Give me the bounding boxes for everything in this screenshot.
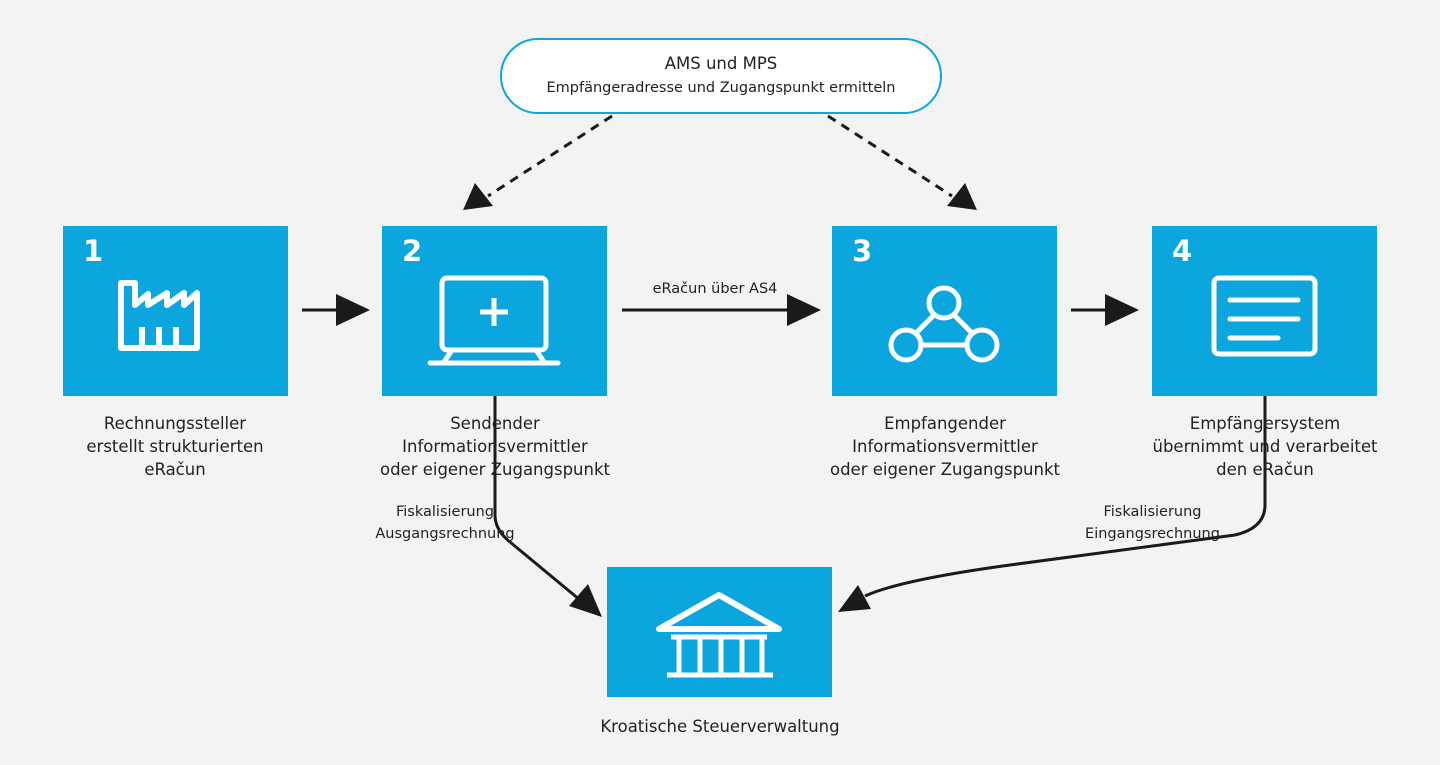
arrowhead-step1-to-step2	[336, 294, 370, 326]
arrowhead-info-to-step2	[463, 183, 493, 210]
step-4-caption: Empfängersystem übernimmt und verarbeite…	[1152, 414, 1378, 479]
monitor-plus-icon	[427, 275, 561, 366]
step-3-box: 3	[832, 226, 1057, 396]
curve-step4-to-tax	[864, 396, 1267, 598]
info-box-subtitle: Empfängeradresse und Zugangspunkt ermitt…	[546, 80, 896, 96]
tax-authority-caption: Kroatische Steuerverwaltung	[600, 717, 840, 736]
step-3-caption: Empfangender Informationsvermittler oder…	[829, 414, 1061, 479]
step-4-number: 4	[1172, 234, 1193, 268]
fiscal-in-label: Fiskalisierung Eingangsrechnung	[1085, 504, 1220, 542]
info-box-title: AMS und MPS	[664, 54, 778, 73]
fiscal-out-label: Fiskalisierung Ausgangsrechnung	[375, 504, 515, 542]
arrowhead-step2-to-tax	[569, 584, 602, 617]
step-1-number: 1	[83, 234, 104, 268]
step-1-caption: Rechnungssteller erstellt strukturierten…	[86, 414, 264, 479]
as4-edge-label: eRačun über AS4	[652, 281, 778, 297]
factory-icon	[118, 280, 200, 351]
document-lines-icon	[1211, 275, 1318, 357]
step-2-number: 2	[402, 234, 423, 268]
arrowhead-step3-to-step4	[1105, 294, 1139, 326]
step-2-box: 2	[382, 226, 607, 396]
step-3-number: 3	[852, 234, 873, 268]
lookup-info-box: AMS und MPS Empfängeradresse und Zugangs…	[500, 38, 942, 114]
step-4-box: 4	[1152, 226, 1377, 396]
dashed-arrow-info-to-step3	[827, 114, 953, 198]
arrowhead-step2-to-step3	[787, 294, 821, 326]
bank-building-icon	[656, 592, 782, 678]
step-1-box: 1	[63, 226, 288, 396]
arrowhead-step4-to-tax	[838, 585, 871, 612]
tax-authority-box	[607, 567, 832, 697]
dashed-arrow-info-to-step2	[487, 114, 613, 198]
curve-step2-to-tax	[493, 396, 581, 602]
network-nodes-icon	[888, 285, 1000, 363]
step-2-caption: Sendender Informationsvermittler oder ei…	[379, 414, 611, 479]
arrowhead-info-to-step3	[947, 183, 977, 210]
